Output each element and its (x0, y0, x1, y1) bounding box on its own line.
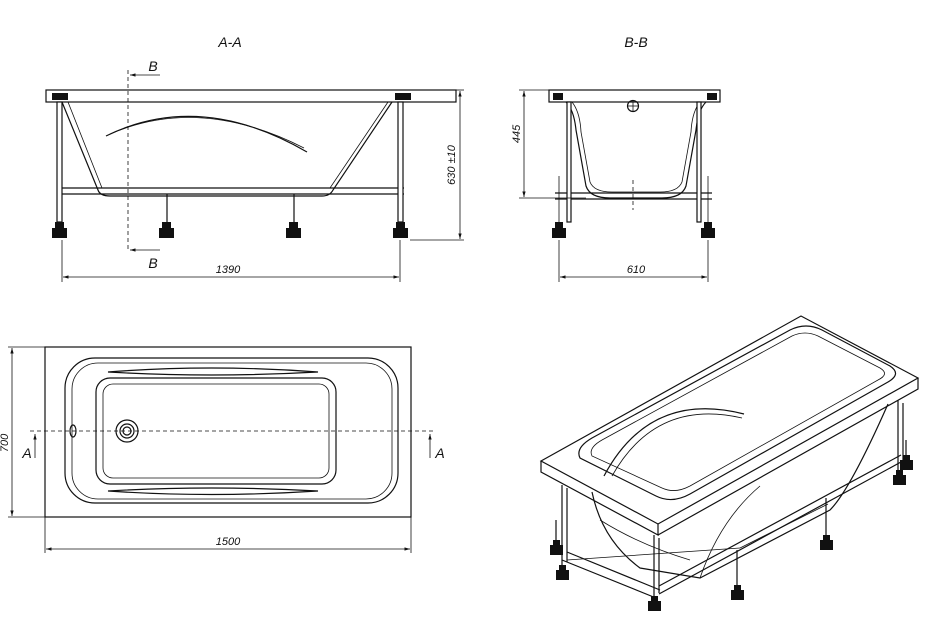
dimension-frame-length: 1390 (61, 240, 401, 282)
section-marker-b-top: B (148, 58, 157, 74)
section-marker-a-right: A (434, 445, 444, 461)
plan-outer-rim (44, 346, 412, 518)
plan-armrest-bottom (107, 487, 319, 496)
iso-feet (550, 440, 913, 611)
rim (45, 89, 457, 103)
dimension-tub-width-label: 700 (0, 433, 11, 452)
iso-backrest-curve (603, 408, 745, 477)
dimension-tub-depth: 445 (511, 89, 586, 199)
tub-cross-section (565, 101, 707, 199)
section-aa-title: A-A (217, 34, 241, 50)
iso-rim-top (539, 315, 920, 525)
dimension-tub-depth-label: 445 (511, 124, 523, 143)
section-bb-title: B-B (624, 34, 647, 50)
iso-frame (561, 400, 904, 599)
section-marker-a-left: A (21, 445, 31, 461)
dimension-tub-length-label: 1500 (216, 536, 241, 548)
isometric-view (539, 315, 920, 611)
plan-view: A A 700 1500 (0, 346, 445, 553)
dimension-total-height: 630 ±10 (410, 89, 464, 241)
plan-armrest-top (107, 367, 319, 376)
tub-body (61, 101, 393, 197)
overflow-drain-symbol (626, 99, 640, 113)
dimension-frame-width-label: 610 (627, 264, 646, 276)
section-aa-view: A-A B (45, 34, 464, 282)
backrest-curve (105, 115, 308, 153)
section-marker-b-bottom: B (148, 255, 157, 271)
dimension-frame-width: 610 (558, 240, 709, 282)
adjustable-feet (52, 222, 408, 238)
iso-basin-outline (578, 325, 897, 501)
dimension-tub-width: 700 (0, 346, 45, 518)
bb-feet (552, 176, 715, 238)
dimension-total-height-label: 630 ±10 (446, 144, 458, 185)
section-bb-view: B-B 445 (511, 34, 721, 282)
dimension-frame-length-label: 1390 (216, 264, 241, 276)
dimension-tub-length: 1500 (44, 517, 412, 553)
plan-drain-symbol (115, 419, 139, 443)
